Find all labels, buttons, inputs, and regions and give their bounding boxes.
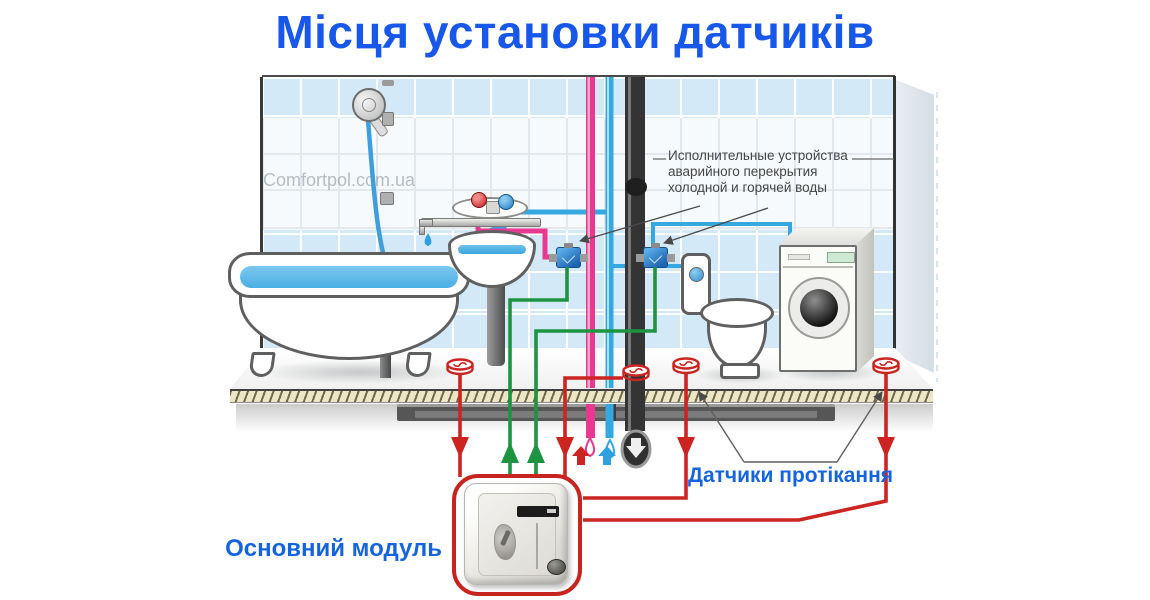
washer-display <box>827 252 855 263</box>
sink-water <box>458 245 526 254</box>
faucet-shelf <box>421 218 541 227</box>
hot-knob <box>471 192 487 208</box>
valve-stub <box>549 254 557 262</box>
red-arrow <box>677 437 695 458</box>
flush-button <box>689 267 704 282</box>
module-slit <box>536 523 538 569</box>
bathtub-drain-post <box>380 352 391 378</box>
shower-rail-bracket-bottom <box>380 192 394 205</box>
annotation-line: Исполнительные устройства <box>668 148 848 163</box>
cold-flow-arrow <box>598 446 616 465</box>
under-floor-channel <box>397 404 835 421</box>
washer-door-glass <box>800 289 838 327</box>
hot-shutoff-valve <box>549 243 588 268</box>
main-module-label: Основний модуль <box>225 535 442 562</box>
toilet-seat <box>700 298 774 328</box>
module-dial <box>494 524 516 560</box>
valve-stub <box>667 254 675 262</box>
annotation-line: аварийного перекрытия <box>668 164 818 179</box>
module-face <box>478 493 566 576</box>
washer-door <box>788 277 850 339</box>
cold-drop <box>604 437 616 460</box>
leak-sensor-4 <box>871 357 901 379</box>
cold-shutoff-valve <box>636 243 675 268</box>
red-arrow <box>877 437 895 458</box>
under-floor-channel-inner <box>415 411 817 418</box>
leak-sensor-1 <box>445 358 475 380</box>
leak-sensor-2 <box>621 364 651 386</box>
shower-rail-cap <box>382 80 394 86</box>
valve-actuator <box>564 243 573 248</box>
shower-rail-bracket-top <box>382 112 394 126</box>
sewer-flow-arrow <box>626 438 646 458</box>
bathtub-shadow <box>255 360 465 384</box>
under-floor-channel-divider <box>608 404 616 421</box>
sewer-outlet <box>620 429 652 469</box>
watermark: Comfortpol.com.ua <box>263 170 416 190</box>
washer-panel-line <box>783 266 853 268</box>
annotation-line: холодной и горячей воды <box>668 180 827 195</box>
washing-machine <box>779 245 857 372</box>
shower-head <box>352 88 386 122</box>
floor-slab <box>230 389 933 403</box>
page-title: Місця установки датчиків <box>275 6 875 58</box>
module-display <box>517 506 559 517</box>
cold-knob <box>498 194 514 210</box>
leak-sensor-3 <box>671 357 701 379</box>
green-arrow <box>501 442 519 463</box>
wall-dashed-guide <box>936 92 938 382</box>
leak-sensors-label: Датчики протікання <box>688 464 894 487</box>
sink-pedestal <box>487 280 505 366</box>
valve-mark <box>648 250 663 264</box>
hot-flow-arrow <box>572 446 590 465</box>
valve-mark <box>561 250 576 264</box>
valve-annotation: Исполнительные устройства аварийного пер… <box>668 148 878 196</box>
wall-right-edge <box>893 76 896 349</box>
washer-top <box>779 228 875 245</box>
valve-stub <box>636 254 644 262</box>
wall-side-panel <box>896 79 934 373</box>
toilet-base <box>720 363 760 379</box>
wall-left-edge <box>260 77 263 348</box>
washer-side <box>857 228 874 372</box>
valve-stub <box>580 254 588 262</box>
red-arrow <box>556 437 574 458</box>
washer-detergent-slot <box>788 254 810 260</box>
shower-head-face <box>362 98 376 112</box>
red-arrow <box>451 437 469 458</box>
faucet-spout-lip <box>419 226 425 235</box>
valve-actuator <box>651 243 660 248</box>
bathtub-water <box>240 266 458 288</box>
wall-top-edge <box>262 75 895 77</box>
main-module-device <box>464 483 568 585</box>
module-button <box>547 559 566 575</box>
hot-drop <box>584 435 596 458</box>
green-arrow <box>527 442 545 463</box>
